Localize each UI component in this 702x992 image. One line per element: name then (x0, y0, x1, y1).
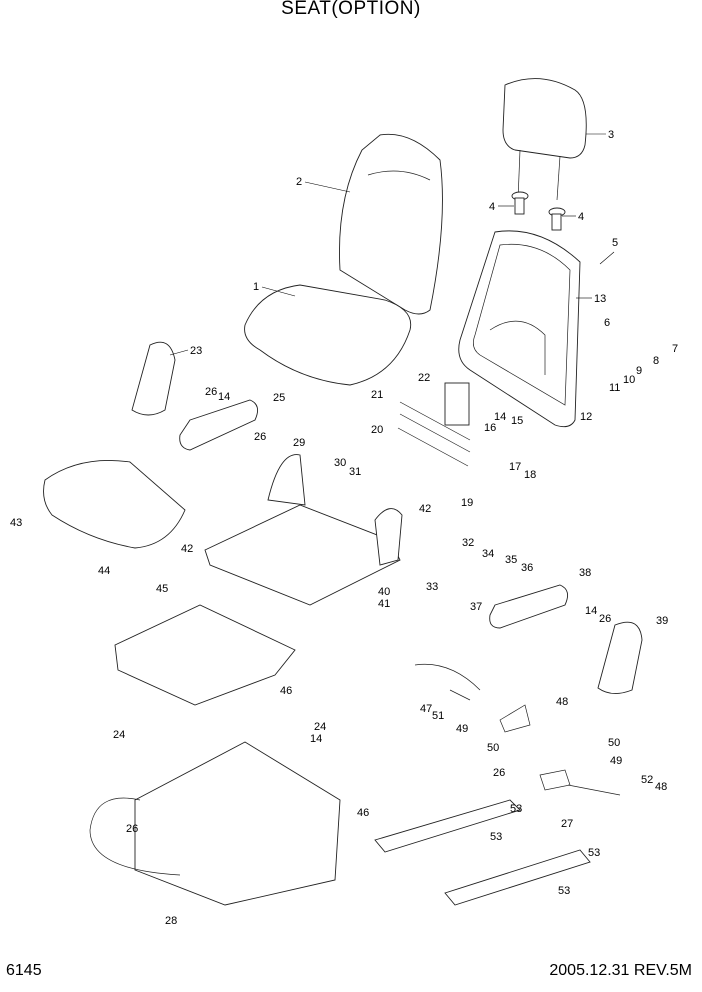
svg-text:41: 41 (378, 598, 390, 610)
seat-lower-cover-part (43, 460, 186, 549)
svg-text:26: 26 (599, 613, 611, 625)
svg-text:49: 49 (610, 755, 622, 767)
svg-text:33: 33 (426, 581, 438, 593)
svg-text:24: 24 (314, 721, 326, 733)
seat-belt-part (414, 663, 621, 796)
svg-text:50: 50 (487, 742, 499, 754)
svg-text:36: 36 (521, 562, 533, 574)
strap-part (397, 401, 471, 467)
svg-text:34: 34 (482, 548, 494, 560)
svg-text:26: 26 (493, 767, 505, 779)
svg-text:2: 2 (296, 176, 302, 188)
svg-text:53: 53 (588, 847, 600, 859)
svg-text:50: 50 (608, 737, 620, 749)
svg-text:4: 4 (489, 201, 495, 213)
lumbar-part (444, 382, 470, 426)
slide-rail-upper-part (374, 799, 521, 853)
svg-text:35: 35 (505, 554, 517, 566)
svg-text:49: 49 (456, 723, 468, 735)
seat-cushion-part (244, 284, 412, 386)
svg-text:44: 44 (98, 565, 110, 577)
svg-text:9: 9 (636, 365, 642, 377)
svg-text:12: 12 (580, 411, 592, 423)
svg-text:23: 23 (190, 345, 202, 357)
svg-text:45: 45 (156, 583, 168, 595)
svg-text:3: 3 (608, 129, 614, 141)
svg-text:1: 1 (253, 281, 259, 293)
page-title: SEAT(OPTION) (281, 0, 421, 19)
armrest-left-part (179, 399, 259, 451)
headrest-guide-part (511, 191, 566, 231)
side-cover-right-part (597, 621, 643, 694)
svg-text:11: 11 (609, 382, 620, 394)
slide-rail-lower-part (444, 849, 591, 906)
svg-text:53: 53 (558, 885, 570, 897)
svg-text:31: 31 (349, 466, 361, 478)
backrest-frame-part (458, 230, 581, 428)
svg-text:48: 48 (655, 781, 667, 793)
svg-text:19: 19 (461, 497, 473, 509)
svg-text:7: 7 (672, 343, 678, 355)
svg-text:46: 46 (280, 685, 292, 697)
svg-text:17: 17 (509, 461, 521, 473)
svg-text:53: 53 (490, 831, 502, 843)
svg-text:30: 30 (334, 457, 346, 469)
svg-text:6: 6 (604, 317, 610, 329)
svg-text:21: 21 (371, 389, 383, 401)
svg-text:47: 47 (420, 703, 432, 715)
svg-text:42: 42 (181, 543, 193, 555)
svg-text:14: 14 (585, 605, 597, 617)
svg-text:26: 26 (254, 431, 266, 443)
revision-label: 2005.12.31 REV.5M (549, 962, 692, 979)
svg-text:27: 27 (561, 818, 573, 830)
side-cover-left-part (131, 341, 176, 416)
svg-text:29: 29 (293, 437, 305, 449)
svg-text:14: 14 (494, 411, 506, 423)
svg-text:26: 26 (126, 823, 138, 835)
svg-text:42: 42 (419, 503, 431, 515)
callout-labels: 2 1 3 4 4 5 6 7 8 9 10 11 12 13 14 14 14… (10, 129, 678, 927)
svg-text:10: 10 (623, 374, 635, 386)
svg-text:51: 51 (432, 710, 444, 722)
svg-text:22: 22 (418, 372, 430, 384)
headrest-part (502, 78, 587, 201)
svg-text:14: 14 (310, 733, 322, 745)
svg-text:43: 43 (10, 517, 22, 529)
svg-text:38: 38 (579, 567, 591, 579)
svg-text:24: 24 (113, 729, 125, 741)
svg-text:48: 48 (556, 696, 568, 708)
backrest-cushion-part (339, 133, 443, 315)
svg-text:18: 18 (524, 469, 536, 481)
svg-text:25: 25 (273, 392, 285, 404)
svg-text:20: 20 (371, 424, 383, 436)
svg-text:15: 15 (511, 415, 523, 427)
seat-frame-part (204, 454, 403, 606)
svg-text:4: 4 (578, 211, 584, 223)
svg-text:37: 37 (470, 601, 482, 613)
svg-text:52: 52 (641, 774, 653, 786)
svg-text:53: 53 (510, 803, 522, 815)
svg-text:13: 13 (594, 293, 606, 305)
svg-text:39: 39 (656, 615, 668, 627)
svg-text:14: 14 (218, 391, 230, 403)
svg-text:40: 40 (378, 586, 390, 598)
page-number: 6145 (6, 962, 42, 979)
svg-text:32: 32 (462, 537, 474, 549)
svg-text:26: 26 (205, 386, 217, 398)
suspension-base-part (89, 741, 341, 906)
svg-text:16: 16 (484, 422, 496, 434)
svg-text:46: 46 (357, 807, 369, 819)
svg-text:5: 5 (612, 237, 618, 249)
svg-text:8: 8 (653, 355, 659, 367)
suspension-plate-part (114, 604, 296, 706)
armrest-right-part (489, 584, 569, 629)
svg-text:28: 28 (165, 915, 177, 927)
